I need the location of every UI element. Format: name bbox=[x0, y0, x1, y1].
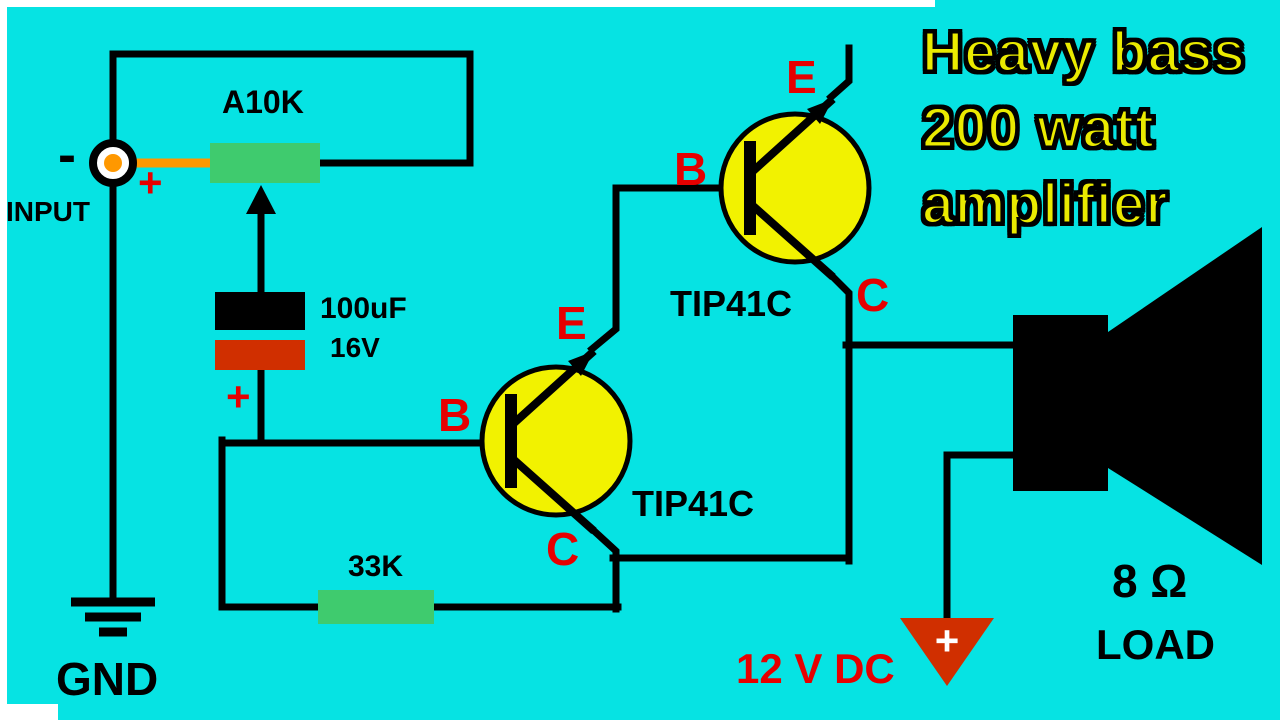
cap-body bbox=[215, 292, 305, 330]
resistor-33k-label: 33K bbox=[348, 550, 404, 583]
cap-polarity-band bbox=[215, 340, 305, 370]
input-minus: - bbox=[58, 125, 76, 185]
speaker-magnet bbox=[1013, 315, 1108, 491]
title-line-3: amplifier bbox=[921, 171, 1170, 238]
pot-label: A10K bbox=[222, 84, 304, 120]
input-label: INPUT bbox=[6, 196, 90, 227]
supply-label: 12 V DC bbox=[736, 645, 895, 692]
frame-artifact-bottom-left bbox=[0, 704, 58, 720]
transistor-upper-c-label: C bbox=[856, 269, 890, 321]
resistor-33k-body bbox=[318, 590, 434, 624]
transistor-upper-symbol bbox=[718, 96, 872, 280]
wire-top-loop bbox=[109, 50, 474, 167]
input-jack-tip bbox=[104, 154, 122, 172]
speaker-load-label: LOAD bbox=[1096, 621, 1215, 668]
transistor-upper-e-label: E bbox=[786, 51, 817, 103]
wire-lower-collector-path bbox=[587, 524, 620, 613]
pot-body bbox=[210, 143, 320, 183]
frame-artifact-left bbox=[0, 0, 7, 720]
cap-voltage: 16V bbox=[330, 332, 380, 363]
transistor-lower-c-label: C bbox=[546, 523, 580, 575]
supply-plus: + bbox=[934, 617, 960, 664]
title-line-2: 200 watt bbox=[921, 95, 1156, 162]
transistor-lower-b-label: B bbox=[438, 389, 472, 441]
transistor-upper-name: TIP41C bbox=[670, 283, 793, 324]
arrow-head bbox=[246, 185, 276, 214]
gnd-label: GND bbox=[56, 653, 159, 705]
gnd-symbol bbox=[71, 597, 155, 637]
page-title: Heavy bass 200 watt amplifier bbox=[921, 14, 1247, 242]
wire-upper-collector-path bbox=[826, 270, 853, 351]
input-plus: + bbox=[138, 159, 163, 206]
cap-plus: + bbox=[226, 373, 251, 420]
transistor-lower-symbol bbox=[479, 348, 633, 534]
speaker-cone bbox=[1108, 227, 1262, 565]
supply-triangle bbox=[900, 618, 994, 686]
cap-value: 100uF bbox=[320, 292, 407, 325]
transistor-upper-b-label: B bbox=[674, 143, 708, 195]
wire-lower-emitter-path bbox=[587, 184, 750, 354]
transistor-lower-e-label: E bbox=[556, 297, 587, 349]
frame-artifact-top bbox=[0, 0, 935, 7]
wire-upper-emitter-stub bbox=[826, 44, 853, 102]
wire-speaker-bottom bbox=[943, 451, 1018, 624]
title-line-1: Heavy bass bbox=[921, 19, 1247, 86]
speaker-impedance-label: 8 Ω bbox=[1112, 555, 1188, 607]
transistor-lower-name: TIP41C bbox=[632, 483, 755, 524]
